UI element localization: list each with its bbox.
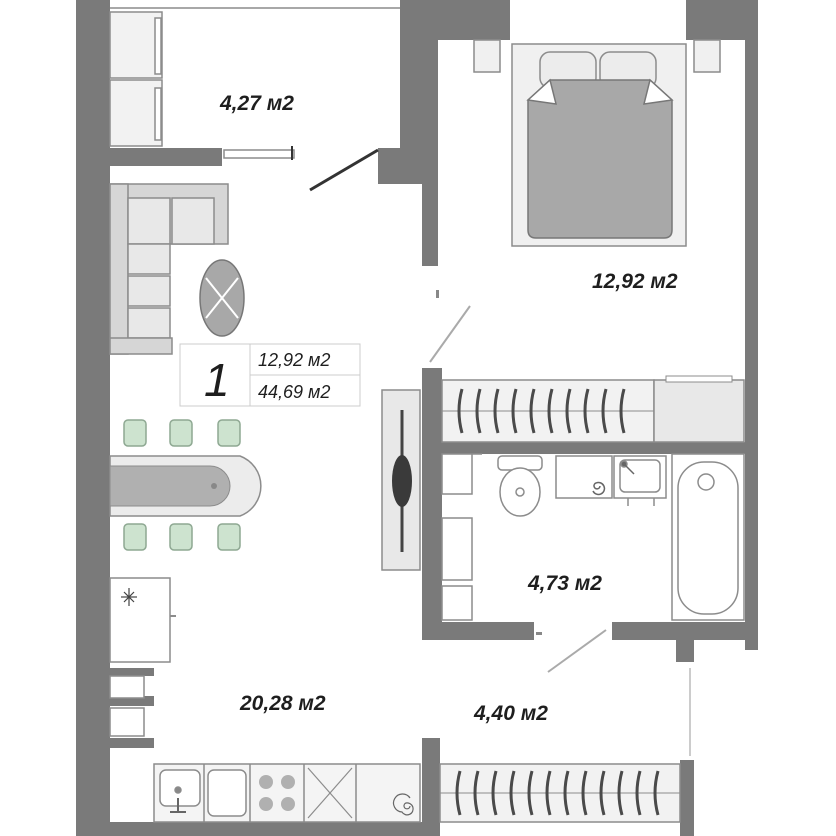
hanger — [455, 770, 462, 816]
fridge — [109, 577, 176, 663]
walls — [76, 0, 758, 836]
bed — [511, 43, 687, 247]
hanger — [491, 770, 498, 816]
bedroom-door-swing — [429, 305, 471, 363]
dishwasher — [307, 767, 353, 819]
hallway-wardrobe — [439, 763, 681, 823]
bathroom-door-swing — [547, 629, 607, 673]
hanger — [601, 388, 608, 434]
hanger — [473, 770, 480, 816]
room-area-hallway: 4,40 м2 — [473, 702, 548, 725]
hanger — [547, 388, 554, 434]
hanger — [509, 770, 516, 816]
hanger — [511, 388, 518, 434]
living-area-value: 12,92 м2 — [258, 350, 330, 370]
bathroom-shelves — [441, 453, 482, 621]
left-cabinets — [109, 675, 145, 737]
hanger — [457, 388, 464, 434]
hanger — [619, 388, 626, 434]
bathtub — [671, 453, 745, 621]
hanger — [475, 388, 482, 434]
bedroom-wardrobe — [441, 375, 745, 443]
info-box: 1 12,92 м2 44,69 м2 — [179, 343, 361, 407]
total-area-value: 44,69 м2 — [258, 382, 330, 402]
sink — [159, 769, 247, 817]
hanger — [599, 770, 606, 816]
bedroom-door-stop — [436, 290, 439, 298]
boiler — [392, 793, 414, 816]
hanger — [581, 770, 588, 816]
bathroom-door-stop — [536, 632, 542, 635]
nightstands — [473, 39, 721, 73]
stove — [259, 775, 295, 811]
hanger — [565, 388, 572, 434]
room-area-living-kitchen: 20,28 м2 — [239, 692, 326, 715]
washing-machine — [555, 455, 613, 499]
wardrobe-hangers — [457, 388, 626, 434]
dining-table — [109, 455, 262, 517]
room-area-bathroom: 4,73 м2 — [527, 572, 602, 595]
dining-chairs — [123, 419, 241, 551]
hanger — [617, 770, 624, 816]
wardrobe-hangers — [455, 770, 660, 816]
hanger — [493, 388, 500, 434]
coffee-table — [199, 259, 245, 337]
hanger — [527, 770, 534, 816]
hanger — [635, 770, 642, 816]
corner-sofa — [109, 183, 229, 355]
tv-unit — [381, 389, 421, 571]
hanger — [653, 770, 660, 816]
room-area-bedroom: 12,92 м2 — [592, 270, 678, 293]
hanger — [583, 388, 590, 434]
toilet — [497, 455, 543, 517]
storage-sliding-door — [223, 146, 295, 160]
storage-shelving — [109, 7, 400, 147]
washbasin — [613, 455, 667, 506]
storage-door-swing — [309, 148, 379, 192]
room-area-storage: 4,27 м2 — [219, 92, 294, 115]
hanger — [545, 770, 552, 816]
hanger — [563, 770, 570, 816]
room-count: 1 — [204, 354, 230, 406]
hanger — [529, 388, 536, 434]
